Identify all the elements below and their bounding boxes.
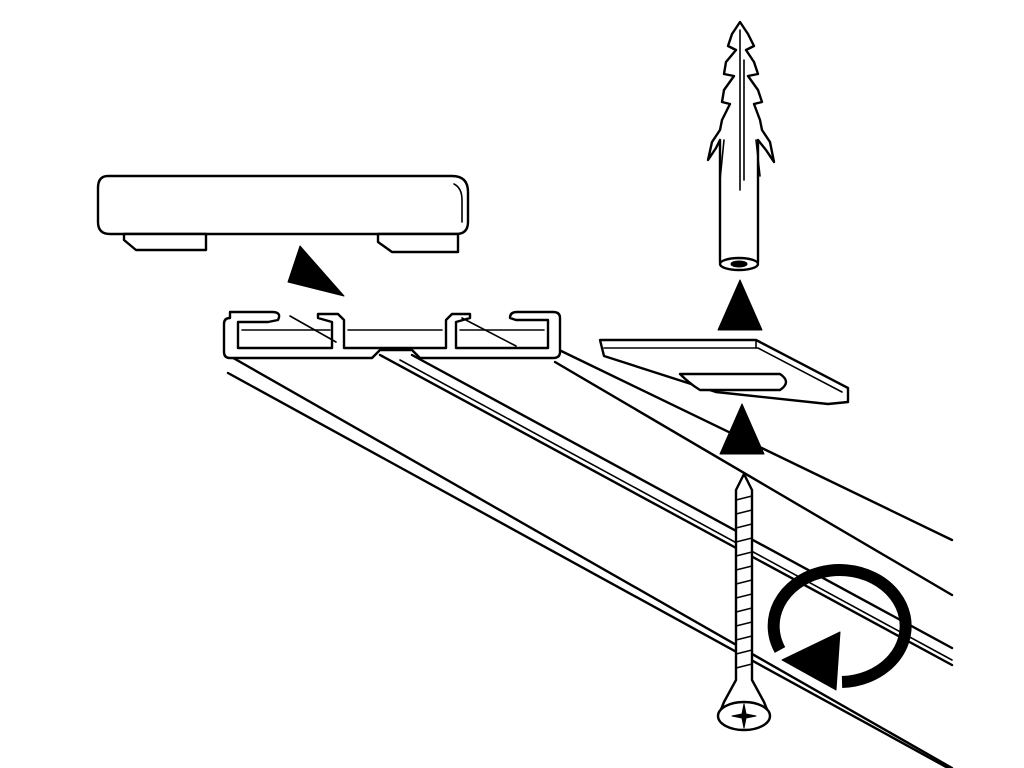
arrow-up-icon	[719, 403, 765, 455]
arrow-up-icon	[717, 279, 763, 331]
end-cap-icon	[96, 174, 470, 254]
mounting-bracket-icon	[598, 338, 850, 406]
arrow-up-icon	[287, 245, 345, 297]
rotate-clockwise-icon	[767, 564, 912, 691]
rail-icon	[222, 310, 954, 768]
screw-icon	[716, 472, 772, 732]
wall-plug-icon	[706, 20, 776, 272]
